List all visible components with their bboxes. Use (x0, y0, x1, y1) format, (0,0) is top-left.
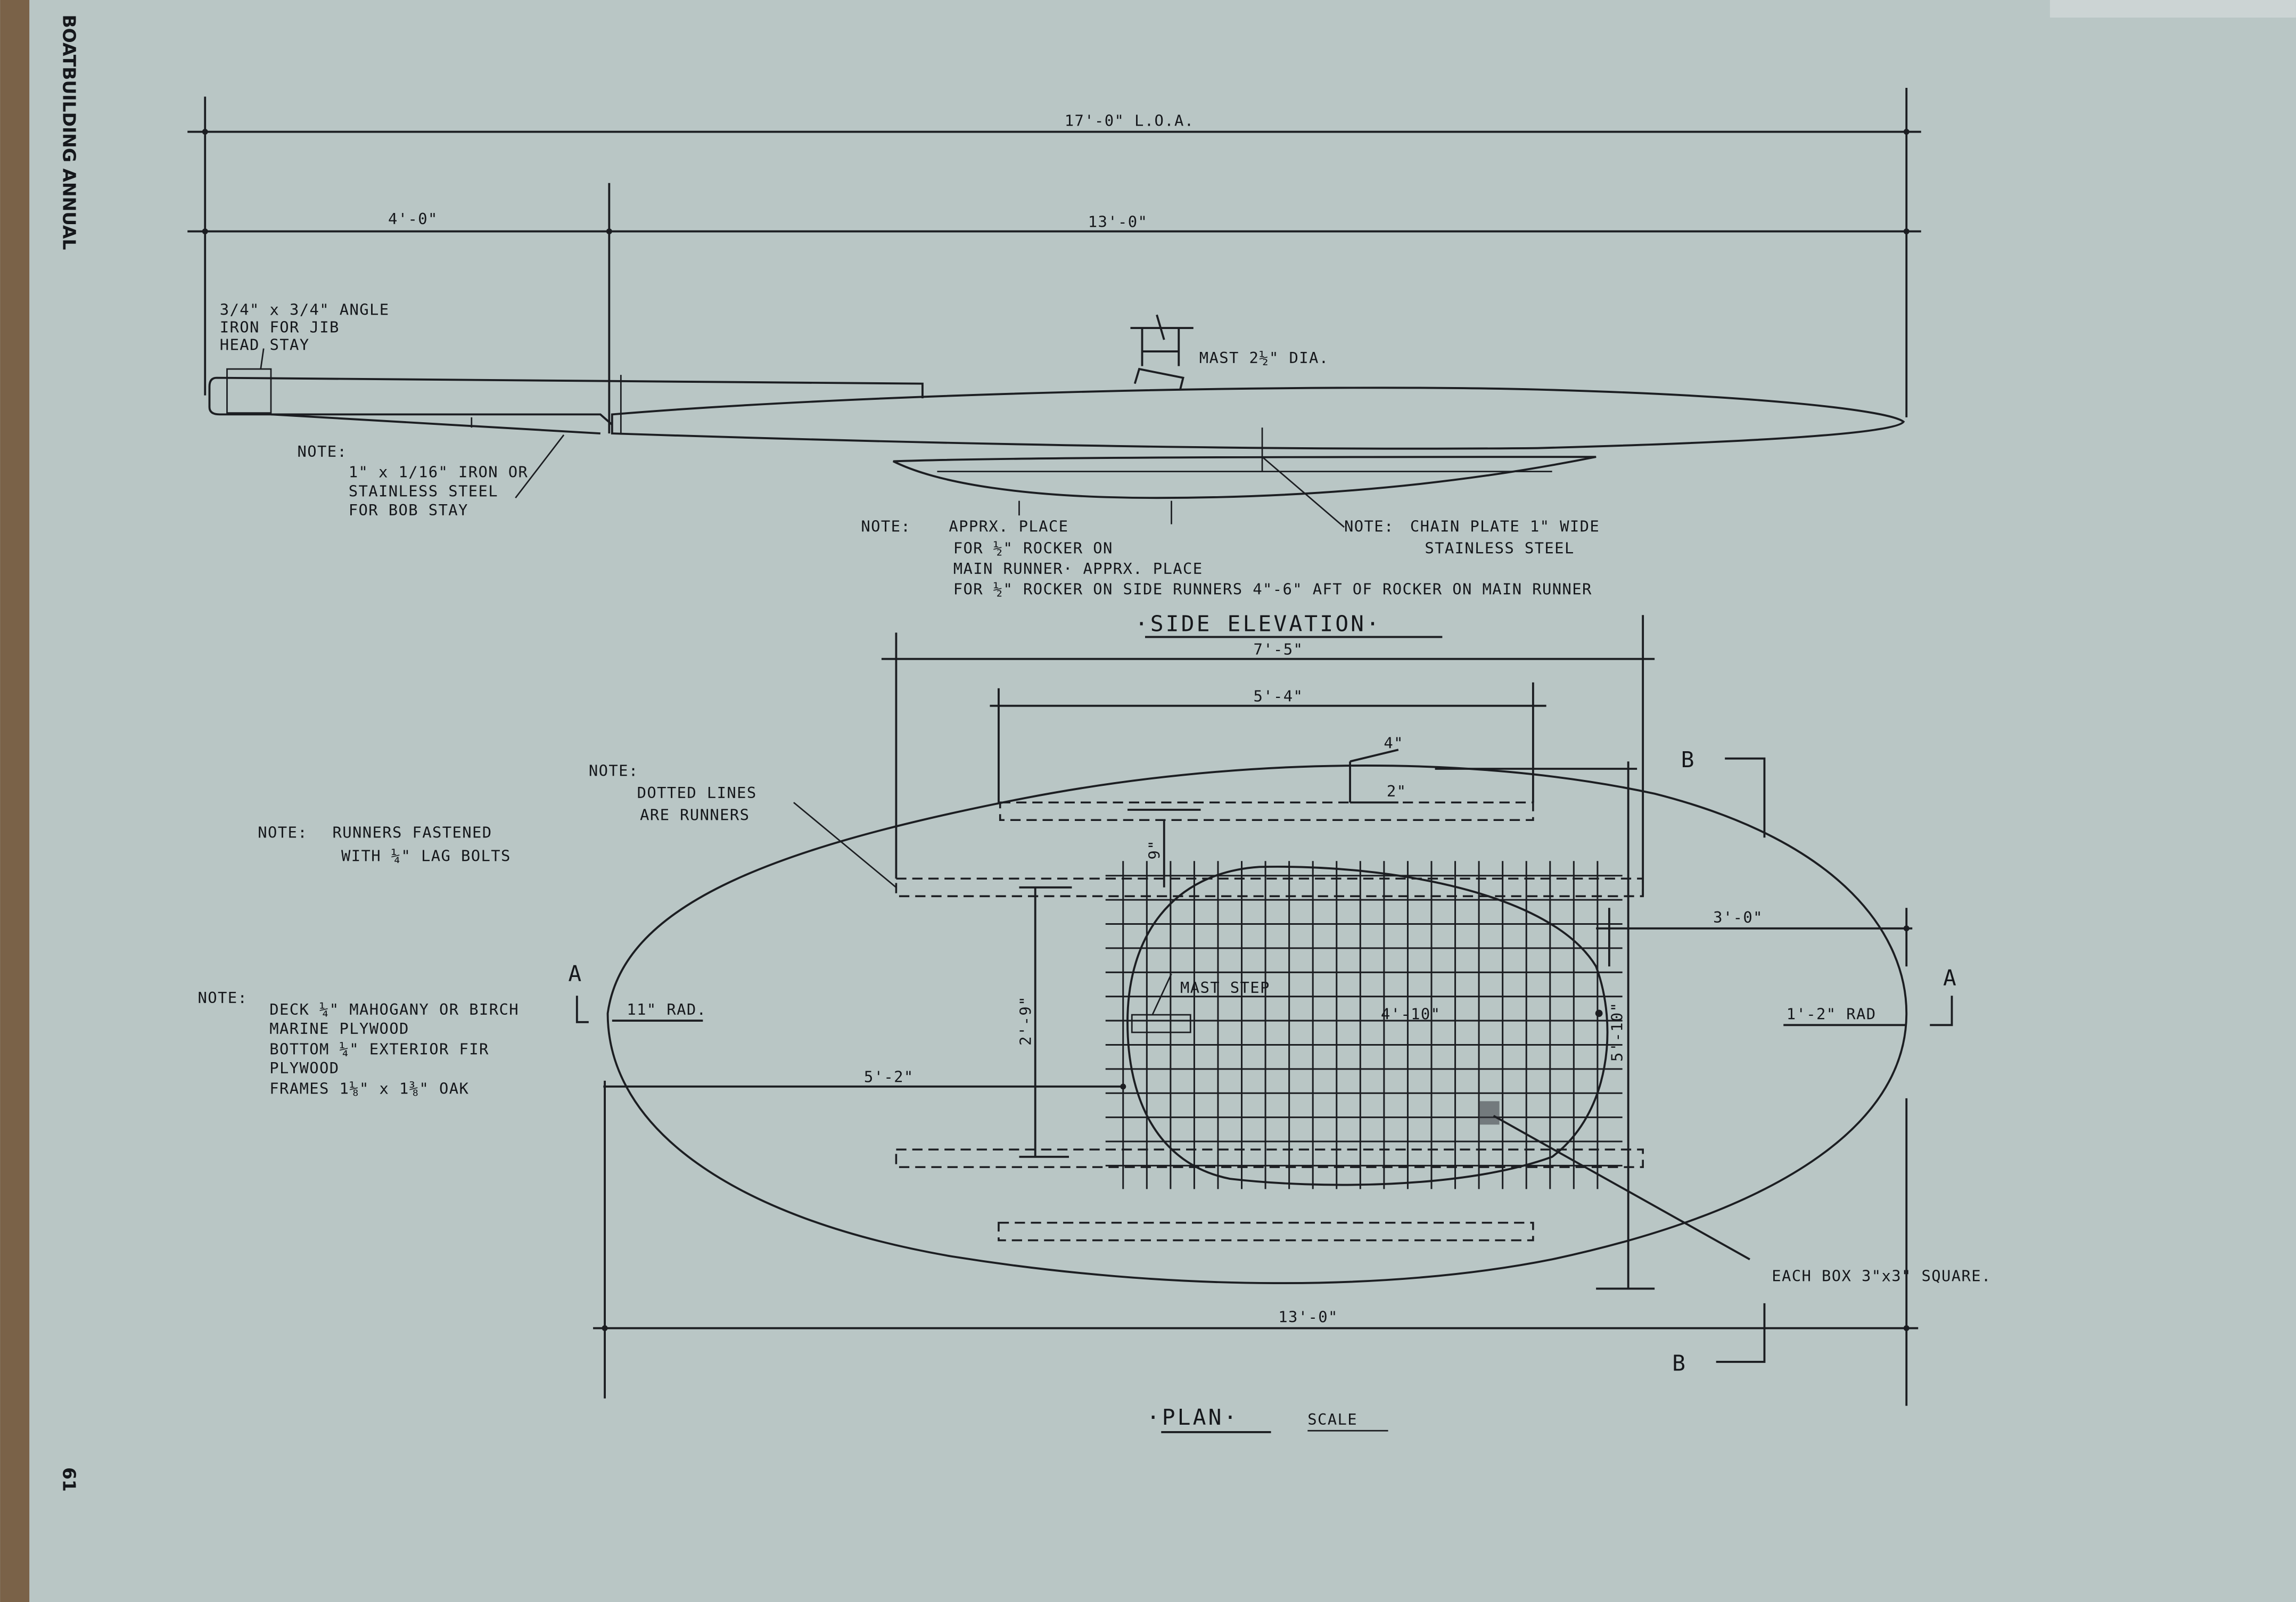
dim-9: 9" (1146, 840, 1164, 860)
note-heading: NOTE: (297, 442, 347, 461)
runner (895, 877, 1644, 898)
runner (998, 1221, 1534, 1242)
note-line: APPRX. PLACE (949, 517, 1068, 535)
dim-3-0: 3'-0" (1713, 908, 1763, 926)
binding-edge (0, 0, 30, 1602)
dim-2: 2" (1387, 782, 1407, 800)
note-line: STAINLESS STEEL (349, 482, 498, 500)
note-line: 1" x 1/16" IRON OR (349, 463, 529, 481)
side-elevation: 17'-0" L.O.A. 4'-0" 13'-0" MAST 2½" DIA.… (187, 88, 1921, 638)
bob-stay (270, 413, 600, 435)
dim-loa: 17'-0" L.O.A. (1065, 112, 1195, 130)
materials-note: NOTE: DECK ¼" MAHOGANY OR BIRCH MARINE P… (197, 989, 519, 1098)
dim-4-10: 4'-10" (1381, 1005, 1441, 1023)
note-line: MARINE PLYWOOD (269, 1020, 409, 1038)
bob-stay-note: NOTE: 1" x 1/16" IRON OR STAINLESS STEEL… (297, 442, 529, 519)
main-runner-profile (893, 456, 1596, 499)
section-b-top: B (1681, 747, 1697, 773)
dim-7-5: 7'-5" (1254, 640, 1304, 658)
stern-radius: 1'-2" RAD (1787, 1005, 1877, 1023)
mast-step-label: MAST STEP (1180, 979, 1270, 997)
note-line: RUNNERS FASTENED (332, 823, 492, 841)
hull-profile (611, 387, 1905, 450)
note-line: FOR ½" ROCKER ON (953, 539, 1113, 557)
note-line: CHAIN PLATE 1" WIDE (1410, 517, 1600, 535)
note-line: FOR BOB STAY (349, 501, 468, 519)
grid-note: EACH BOX 3"x3" SQUARE. (1772, 1267, 1991, 1285)
runners-fastened-note: NOTE: RUNNERS FASTENED WITH ¼" LAG BOLTS (258, 823, 511, 865)
dim-hull: 13'-0" (1088, 212, 1148, 231)
plan-title: ·PLAN· (1147, 1404, 1239, 1430)
angle-iron-note: 3/4" x 3/4" ANGLE IRON FOR JIB HEAD STAY (220, 300, 390, 354)
section-b-bottom: B (1672, 1350, 1688, 1376)
dim-5-4: 5'-4" (1254, 687, 1304, 705)
hull-outline (606, 765, 1908, 1285)
note-heading: NOTE: (258, 823, 308, 841)
note-line: HEAD STAY (220, 335, 310, 354)
note-line: STAINLESS STEEL (1425, 539, 1574, 557)
chain-plate-note: NOTE: CHAIN PLATE 1" WIDE STAINLESS STEE… (1344, 517, 1600, 557)
note-line: BOTTOM ¼" EXTERIOR FIR (269, 1040, 489, 1058)
dim-13-0: 13'-0" (1278, 1308, 1338, 1326)
runner (999, 801, 1534, 821)
dotted-lines-note: NOTE: DOTTED LINES ARE RUNNERS (589, 762, 897, 888)
note-heading: NOTE: (197, 989, 248, 1007)
dim-4: 4" (1384, 734, 1404, 752)
note-heading: NOTE: (1344, 517, 1394, 535)
mast-label: MAST 2½" DIA. (1199, 349, 1329, 367)
bow-radius: 11" RAD. (627, 1000, 706, 1018)
page-corner (2050, 0, 2296, 18)
plan-view: 7'-5" 5'-4" 4" 2" 2'-9" (197, 615, 1991, 1433)
page-number: 61 (59, 1467, 79, 1492)
rocker-note: NOTE: APPRX. PLACE FOR ½" ROCKER ON MAIN… (861, 517, 1592, 598)
section-a-right: A (1943, 965, 1958, 991)
mast-stub (1130, 314, 1194, 390)
scale-label: SCALE (1307, 1410, 1357, 1428)
note-line: IRON FOR JIB (220, 318, 340, 336)
note-line: MAIN RUNNER· APPRX. PLACE (953, 560, 1203, 578)
note-line: FRAMES 1⅛" x 1⅜" OAK (269, 1080, 469, 1098)
bowsprit (208, 376, 924, 426)
sample-grid-box (1479, 1101, 1500, 1125)
note-line: DECK ¼" MAHOGANY OR BIRCH (269, 1000, 519, 1018)
note-heading: NOTE: (861, 517, 911, 535)
cockpit-outline (1126, 865, 1609, 1186)
dim-5-2: 5'-2" (864, 1068, 914, 1086)
note-heading: NOTE: (589, 762, 639, 780)
dim-2-9: 2'-9" (1016, 996, 1034, 1046)
note-line: PLYWOOD (269, 1059, 339, 1077)
mast-step (1131, 1014, 1191, 1033)
running-head: BOATBUILDING ANNUAL (59, 15, 79, 250)
note-line: ARE RUNNERS (640, 806, 750, 824)
side-elevation-title: ·SIDE ELEVATION· (1135, 611, 1381, 636)
angle-iron (226, 368, 272, 414)
note-line: DOTTED LINES (637, 784, 757, 802)
note-line: WITH ¼" LAG BOLTS (341, 847, 511, 865)
section-a-left: A (568, 961, 583, 987)
dim-5-10: 5'-10" (1608, 1002, 1626, 1062)
note-line: 3/4" x 3/4" ANGLE (220, 300, 390, 318)
note-line: FOR ½" ROCKER ON SIDE RUNNERS 4"-6" AFT … (953, 580, 1592, 598)
dim-bow: 4'-0" (388, 210, 438, 228)
scale-grid (1105, 861, 1623, 1189)
